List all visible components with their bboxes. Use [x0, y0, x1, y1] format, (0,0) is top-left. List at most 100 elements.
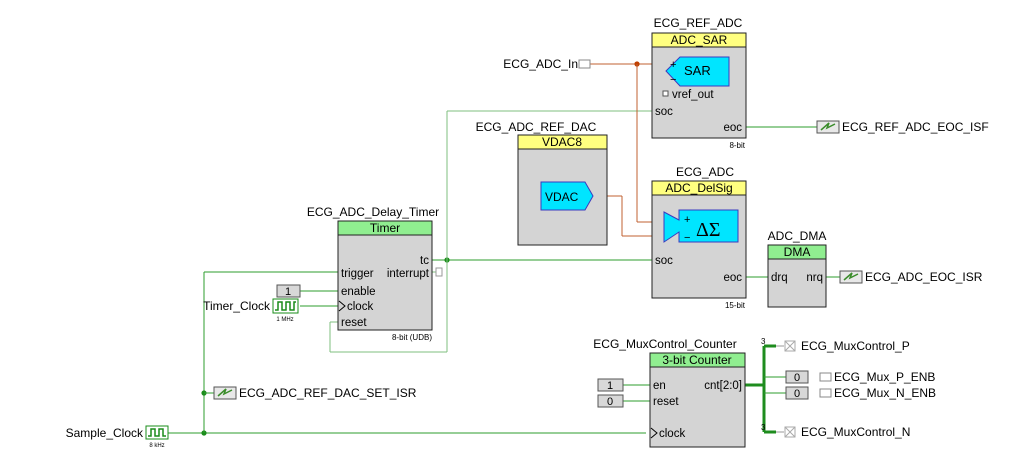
- dma-component[interactable]: ADC_DMA DMA drq nrq: [767, 229, 827, 308]
- timer-clock-source[interactable]: Timer_Clock 1 MHz: [203, 298, 299, 323]
- adc-delsig-component[interactable]: ECG_ADC ADC_DelSig ΔΣ + − soc eoc 15-bit: [651, 165, 747, 310]
- ref-eoc-isr-label: ECG_REF_ADC_EOC_ISF: [842, 120, 989, 134]
- mux-p-enb[interactable]: 0 ECG_Mux_P_ENB: [785, 370, 935, 384]
- timer-clock-freq: 1 MHz: [276, 317, 293, 323]
- dma-instance-name: ADC_DMA: [768, 229, 827, 243]
- constant-box: [597, 394, 624, 408]
- clock-wave-icon: [148, 428, 166, 437]
- mux-control-n[interactable]: 3 ECG_MuxControl_N: [761, 423, 910, 439]
- dma-type: DMA: [784, 245, 811, 259]
- dma-body: [767, 258, 827, 308]
- counter-clock-edge-icon: [650, 427, 658, 439]
- delsig-block-label: ΔΣ: [696, 219, 721, 241]
- delsig-block-icon: [663, 209, 739, 243]
- delsig-plus-icon: +: [684, 214, 690, 226]
- counter-en-value: 1: [607, 380, 613, 392]
- interrupt-bolt-icon: [843, 272, 859, 281]
- sample-clock-freq: 8 kHz: [149, 443, 164, 449]
- constant-box: [276, 284, 301, 298]
- timer-instance-name: ECG_ADC_Delay_Timer: [307, 205, 439, 219]
- counter-type: 3-bit Counter: [662, 353, 731, 367]
- adc-in-label: ECG_ADC_In: [503, 57, 578, 71]
- timer-type: Timer: [370, 221, 400, 235]
- analog-pin-icon: [578, 59, 591, 69]
- adc-instance-name: ECG_ADC: [676, 165, 734, 179]
- mux-p-enb-value: 0: [794, 372, 800, 384]
- ref-adc-instance-name: ECG_REF_ADC: [654, 16, 743, 30]
- sar-block-label: SAR: [684, 63, 711, 78]
- bus-width-top: 3: [761, 337, 766, 346]
- counter-body: [649, 366, 746, 448]
- counter-reset-value: 0: [607, 396, 613, 408]
- bus-width-bot: 3: [761, 423, 766, 432]
- interrupt-bolt-icon: [820, 122, 836, 131]
- dma-drq-pin: drq: [771, 272, 788, 284]
- delsig-minus-icon: −: [684, 232, 690, 244]
- mux-n-label: ECG_MuxControl_N: [801, 425, 910, 439]
- adc-eoc-isr-label: ECG_ADC_EOC_ISR: [865, 270, 983, 284]
- timer-enable-constant[interactable]: 1: [276, 284, 301, 298]
- vref-port-icon: [662, 90, 669, 97]
- adc-eoc-pin: eoc: [723, 272, 742, 284]
- timer-tc-pin: tc: [420, 255, 429, 267]
- counter-reset-pin: reset: [653, 396, 679, 408]
- sar-plus-icon: +: [670, 59, 676, 71]
- ref-adc-component[interactable]: ECG_REF_ADC ADC_SAR SAR + − vref_out soc…: [651, 16, 747, 150]
- mux-control-p[interactable]: 3 ECG_MuxControl_P: [761, 337, 910, 353]
- ref-dac-type: VDAC8: [542, 135, 582, 149]
- ref-eoc-isr[interactable]: ECG_REF_ADC_EOC_ISF: [816, 120, 989, 134]
- sample-clock-wire: [164, 271, 646, 436]
- dma-nrq-pin: nrq: [806, 272, 823, 284]
- pin-cross-icon: [784, 340, 796, 352]
- interrupt-stub: [432, 267, 443, 277]
- counter-component[interactable]: ECG_MuxControl_Counter 3-bit Counter en …: [593, 337, 746, 448]
- timer-clock-edge-icon: [338, 300, 346, 312]
- clock-icon: [145, 425, 169, 440]
- interrupt-bolt-icon: [217, 388, 233, 397]
- ref-adc-soc-pin: soc: [655, 106, 673, 118]
- counter-clock-pin: clock: [659, 428, 685, 440]
- timer-resolution: 8-bit (UDB): [392, 333, 432, 342]
- timer-body: [337, 234, 433, 331]
- ref-dac-component[interactable]: ECG_ADC_REF_DAC VDAC8 VDAC: [476, 120, 608, 246]
- adc-resolution: 15-bit: [725, 301, 746, 310]
- adc-in-pin[interactable]: ECG_ADC_In: [503, 57, 591, 71]
- timer-reset-pin: reset: [341, 317, 367, 329]
- adc-type: ADC_DelSig: [665, 181, 732, 195]
- counter-reset-constant[interactable]: 0: [597, 394, 624, 408]
- constant-box: [785, 370, 809, 384]
- adc-soc-pin: soc: [655, 255, 673, 267]
- mux-p-enb-label: ECG_Mux_P_ENB: [834, 370, 935, 384]
- vdac-block-icon: [540, 181, 594, 211]
- sample-clock-source[interactable]: Sample_Clock 8 kHz: [66, 425, 169, 449]
- timer-tc-wire: [329, 110, 652, 353]
- ref-adc-vref-pin: vref_out: [672, 89, 714, 101]
- counter-en-constant[interactable]: 1: [597, 378, 624, 392]
- pin-icon: [819, 372, 832, 382]
- timer-clock-label: Timer_Clock: [203, 299, 271, 313]
- ref-adc-resolution: 8-bit: [729, 141, 745, 150]
- timer-enable-value: 1: [285, 286, 291, 298]
- counter-instance-name: ECG_MuxControl_Counter: [593, 337, 736, 351]
- sar-block-icon: [665, 56, 730, 87]
- counter-bus: [745, 344, 796, 434]
- ref-adc-eoc-pin: eoc: [723, 122, 742, 134]
- timer-enable-pin: enable: [341, 286, 376, 298]
- timer-trigger-pin: trigger: [341, 268, 374, 280]
- pin-icon: [819, 388, 832, 398]
- mux-n-enb-value: 0: [794, 388, 800, 400]
- timer-interrupt-pin: interrupt: [387, 268, 430, 280]
- timer-component[interactable]: ECG_ADC_Delay_Timer Timer tc trigger int…: [307, 205, 439, 342]
- sar-minus-icon: −: [670, 74, 676, 86]
- sample-clock-label: Sample_Clock: [66, 426, 144, 440]
- ref-dac-set-isr[interactable]: ECG_ADC_REF_DAC_SET_ISR: [213, 386, 417, 400]
- mux-p-label: ECG_MuxControl_P: [801, 339, 910, 353]
- mux-n-enb-label: ECG_Mux_N_ENB: [834, 386, 936, 400]
- mux-n-enb[interactable]: 0 ECG_Mux_N_ENB: [785, 386, 936, 400]
- timer-clock-pin: clock: [347, 301, 373, 313]
- counter-en-pin: en: [653, 380, 666, 392]
- ref-adc-type: ADC_SAR: [671, 33, 728, 47]
- adc-eoc-isr[interactable]: ECG_ADC_EOC_ISR: [839, 270, 983, 284]
- vdac-block-label: VDAC: [545, 190, 579, 204]
